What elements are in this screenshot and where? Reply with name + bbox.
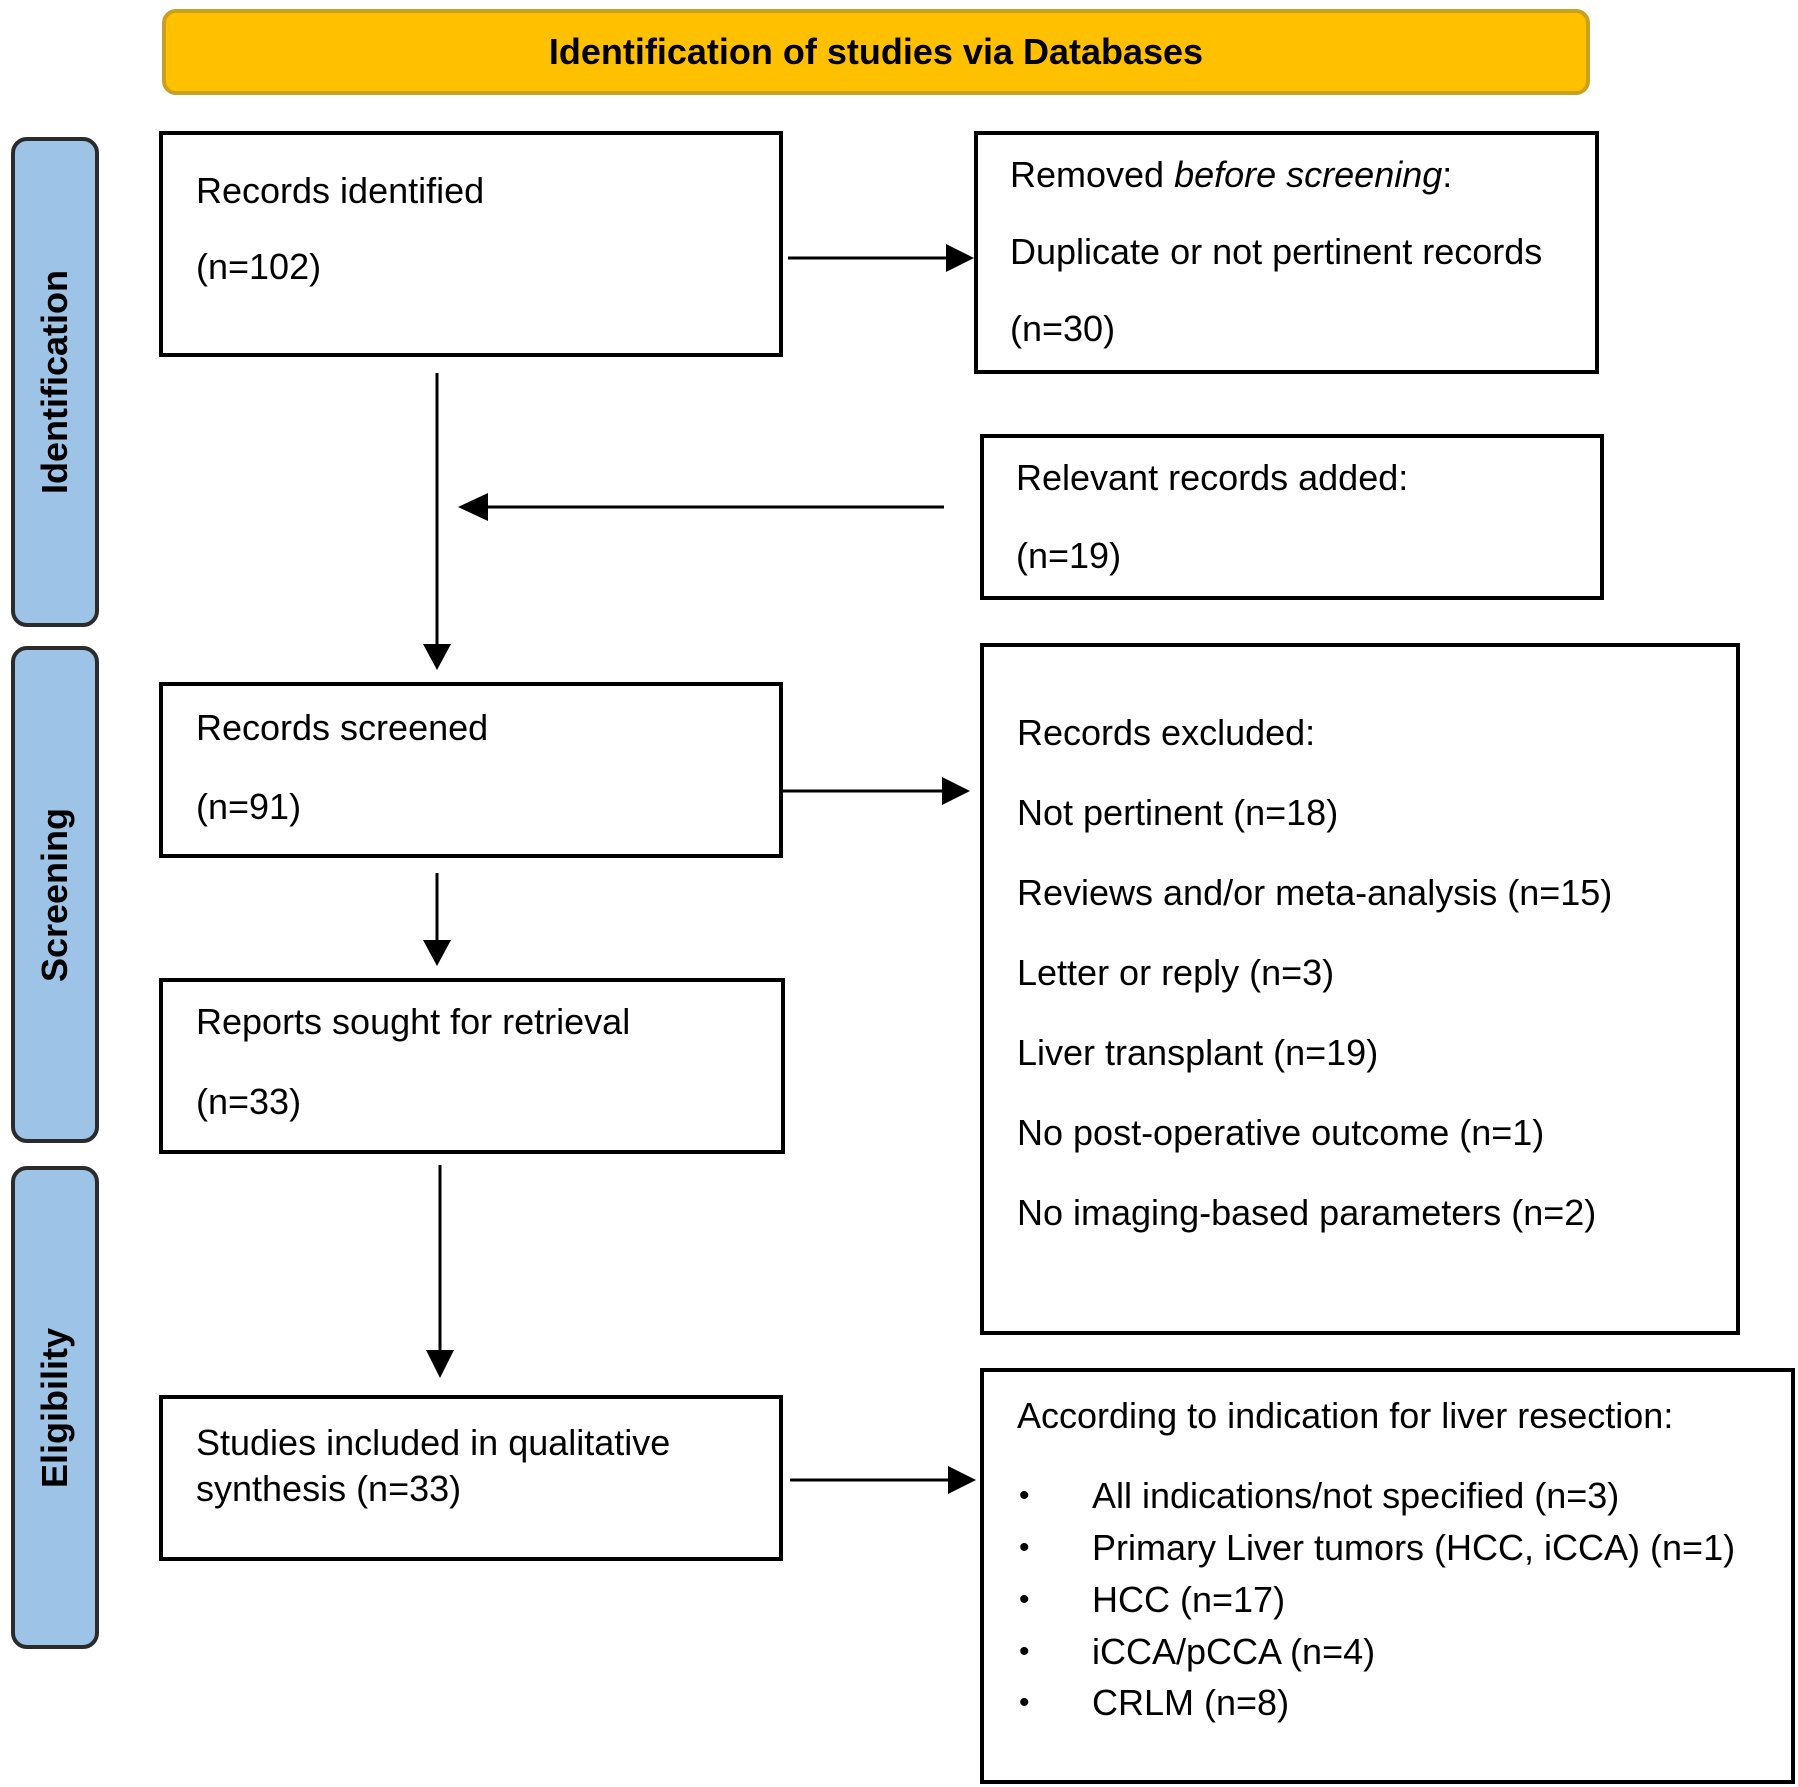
relevant-added-label: Relevant records added:	[1016, 457, 1409, 498]
excluded-item: No imaging-based parameters (n=2)	[1017, 1192, 1597, 1233]
records-excluded-box: Records excluded: Not pertinent (n=18) R…	[980, 643, 1740, 1335]
bullet-icon: •	[1019, 1635, 1030, 1668]
header-banner: Identification of studies via Databases	[162, 9, 1590, 95]
excluded-item: Liver transplant (n=19)	[1017, 1032, 1379, 1073]
indication-item: HCC (n=17)	[1092, 1579, 1286, 1620]
studies-included-line2: synthesis (n=33)	[196, 1468, 462, 1509]
records-identified-count: (n=102)	[196, 246, 322, 287]
bullet-icon: •	[1019, 1479, 1030, 1512]
reports-sought-count: (n=33)	[196, 1081, 302, 1122]
records-screened-count: (n=91)	[196, 786, 302, 827]
indication-item: Primary Liver tumors (HCC, iCCA) (n=1)	[1092, 1527, 1736, 1568]
bullet-icon: •	[1019, 1531, 1030, 1564]
records-identified-label: Records identified	[196, 170, 485, 211]
excluded-item: No post-operative outcome (n=1)	[1017, 1112, 1545, 1153]
indication-item: iCCA/pCCA (n=4)	[1092, 1631, 1376, 1672]
reports-sought-box: Reports sought for retrieval (n=33)	[159, 978, 785, 1154]
records-excluded-label: Records excluded:	[1017, 712, 1316, 753]
relevant-added-box: Relevant records added: (n=19)	[980, 434, 1604, 600]
phase-identification: Identification	[11, 137, 99, 627]
records-identified-box: Records identified (n=102)	[159, 131, 783, 357]
excluded-item: Not pertinent (n=18)	[1017, 792, 1339, 833]
bullet-icon: •	[1019, 1686, 1030, 1719]
indication-item: CRLM (n=8)	[1092, 1682, 1290, 1723]
bullet-icon: •	[1019, 1583, 1030, 1616]
records-screened-box: Records screened (n=91)	[159, 682, 783, 858]
studies-included-box: Studies included in qualitative synthesi…	[159, 1395, 783, 1561]
removed-box: Removed before screening: Duplicate or n…	[974, 131, 1599, 374]
removed-label: Removed before screening:	[1010, 154, 1453, 195]
excluded-item: Letter or reply (n=3)	[1017, 952, 1335, 993]
removed-detail: Duplicate or not pertinent records	[1010, 231, 1543, 272]
phase-screening: Screening	[11, 646, 99, 1143]
removed-count: (n=30)	[1010, 308, 1116, 349]
records-screened-label: Records screened	[196, 707, 489, 748]
indication-item: All indications/not specified (n=3)	[1092, 1475, 1620, 1516]
studies-included-line1: Studies included in qualitative	[196, 1422, 671, 1463]
reports-sought-label: Reports sought for retrieval	[196, 1001, 631, 1042]
excluded-item: Reviews and/or meta-analysis (n=15)	[1017, 872, 1613, 913]
indication-label: According to indication for liver resect…	[1017, 1395, 1674, 1436]
indication-box: According to indication for liver resect…	[980, 1368, 1795, 1784]
header-title: Identification of studies via Databases	[548, 31, 1204, 72]
phase-eligibility: Eligibility	[11, 1166, 99, 1649]
relevant-added-count: (n=19)	[1016, 535, 1122, 576]
